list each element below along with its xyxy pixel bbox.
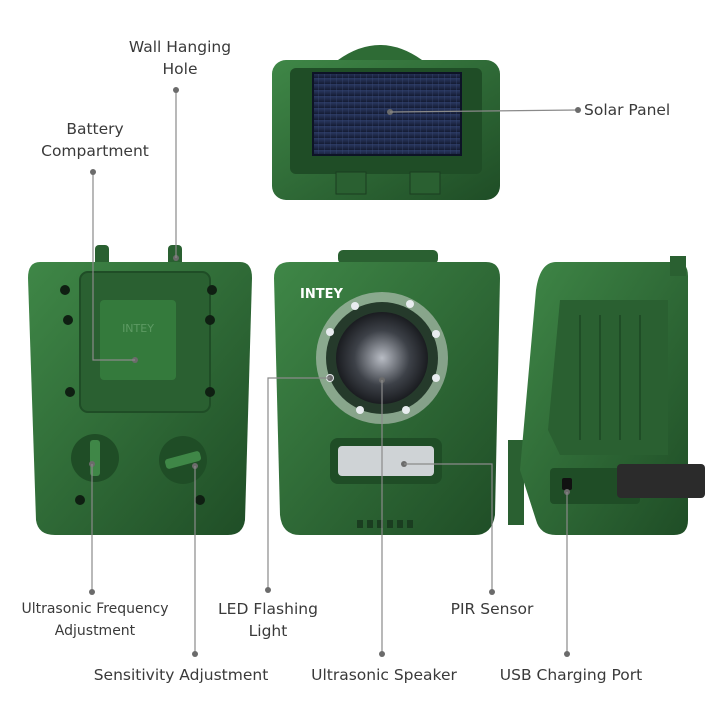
side-unit <box>508 256 705 657</box>
label-solar-panel: Solar Panel <box>584 101 671 119</box>
solar-panel-icon <box>312 72 462 156</box>
embossed-logo: INTEY <box>122 322 154 335</box>
front-unit: INTEY <box>265 250 500 657</box>
label-usb-charging-port: USB Charging Port <box>499 666 643 684</box>
label-sensitivity-adjustment: Sensitivity Adjustment <box>93 666 269 684</box>
brand-logo: INTEY <box>300 287 343 302</box>
label-pir-sensor: PIR Sensor <box>450 600 534 618</box>
pir-sensor-icon <box>338 446 434 476</box>
back-unit: INTEY <box>28 87 252 657</box>
speaker-icon <box>336 312 428 404</box>
usb-port-icon <box>562 478 572 490</box>
solar-unit <box>272 45 581 200</box>
label-ultrasonic-speaker: Ultrasonic Speaker <box>311 666 457 684</box>
